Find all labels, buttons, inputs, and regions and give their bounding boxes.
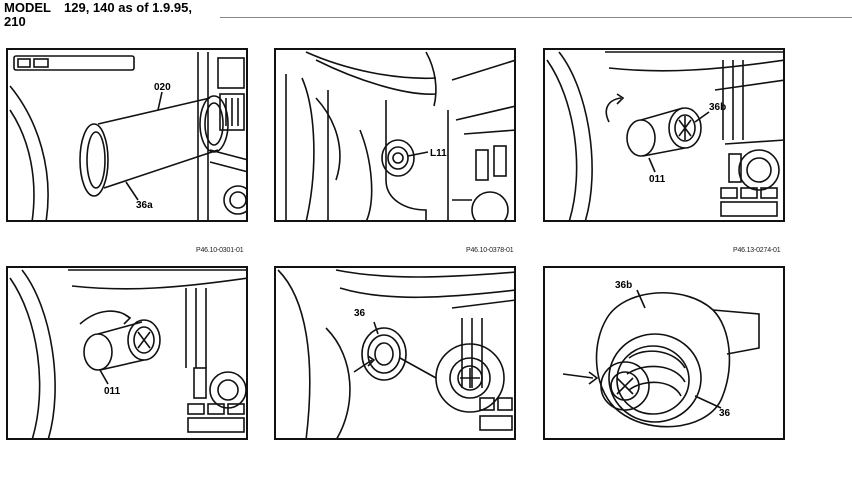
model-label: MODEL	[4, 0, 51, 15]
figure-3-drawing: 36b 011	[546, 51, 783, 220]
figure-6-socket-components: 36b 36	[543, 266, 785, 440]
callout-36: 36	[354, 308, 366, 319]
figure-1-drawing: 020 36a	[9, 52, 246, 220]
figure-3-code: P46.13-0274-01	[733, 247, 781, 254]
figure-5-socket-detail: 36	[274, 266, 516, 440]
applicability-text: 129, 140 as of 1.9.95,	[64, 0, 192, 15]
figure-5-drawing: 36	[277, 269, 514, 438]
model-number: 210	[4, 14, 26, 29]
callout-36b: 36b	[615, 280, 632, 291]
figure-4-insert-installation: 011	[6, 266, 248, 440]
figure-1-cigarette-lighter-removal: 020 36a	[6, 48, 248, 222]
figure-3-insert-rotation: 36b 011	[543, 48, 785, 222]
figure-1-code: P46.10-0301-01	[196, 247, 244, 254]
callout-36a: 36a	[136, 200, 153, 211]
callout-36b: 36b	[709, 102, 726, 113]
figure-6-drawing: 36b 36	[562, 280, 760, 428]
figure-2-socket-lamp: L11	[274, 48, 516, 222]
figure-2-drawing: L11	[285, 51, 514, 220]
figure-4-drawing: 011	[9, 269, 246, 438]
callout-36: 36	[719, 408, 731, 419]
figure-2-code: P46.10-0378-01	[466, 247, 514, 254]
callout-011: 011	[649, 174, 666, 185]
callout-011: 011	[104, 386, 121, 397]
callout-020: 020	[154, 82, 171, 93]
callout-l11: L11	[430, 148, 447, 159]
header-rule	[220, 17, 852, 18]
